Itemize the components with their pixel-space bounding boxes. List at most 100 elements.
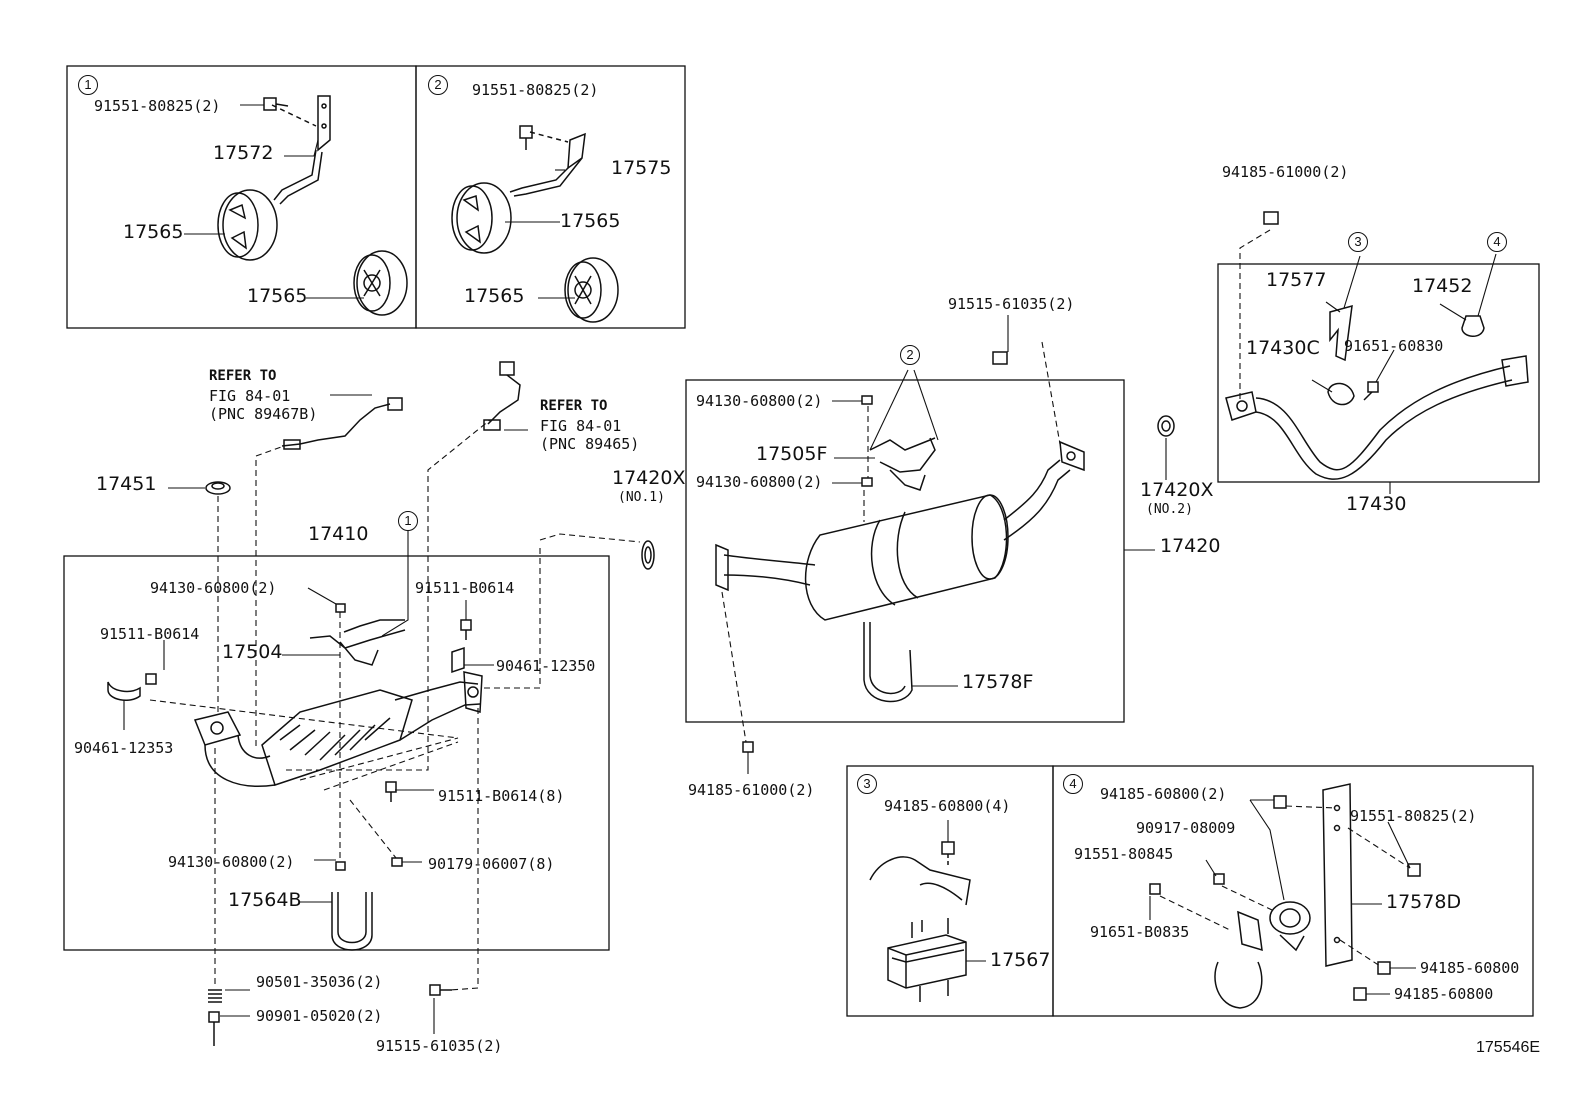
callout-3-icon: 3 xyxy=(857,774,877,794)
part-label: 17565 xyxy=(464,285,525,307)
part-label: 17505F xyxy=(756,443,828,465)
part-label: 90901-05020(2) xyxy=(256,1007,383,1025)
refer-note: FIG 84-01 xyxy=(540,417,622,435)
tail-pipe-box-frame xyxy=(1217,263,1540,483)
part-label: 91515-61035(2) xyxy=(948,295,1075,313)
part-label: (NO.2) xyxy=(1146,502,1193,517)
part-label: 17420X xyxy=(1140,479,1214,501)
bracket-17504 xyxy=(309,619,406,666)
part-label: 90917-08009 xyxy=(1136,819,1236,837)
part-label: 94185-60800(4) xyxy=(884,797,1011,815)
callout-1-icon: 1 xyxy=(398,511,418,531)
detail-box-2-frame xyxy=(415,65,686,329)
refer-note: REFER TO xyxy=(540,398,608,414)
hanger-17430c xyxy=(1327,382,1355,406)
part-label: (NO.1) xyxy=(618,490,665,505)
gasket-17420x-no2 xyxy=(1157,415,1175,437)
part-label: 17572 xyxy=(213,142,274,164)
assembly-lines xyxy=(149,229,1411,991)
part-label: 94130-60800(2) xyxy=(696,392,823,410)
bracket-17578d xyxy=(1322,783,1353,967)
refer-note: (PNC 89465) xyxy=(540,435,640,453)
part-label: 17410 xyxy=(308,523,369,545)
muffler-17420 xyxy=(715,440,1085,621)
spring-bolt-icon xyxy=(208,984,452,1046)
part-label: 91515-61035(2) xyxy=(376,1037,503,1055)
muffler-box-frame xyxy=(685,379,1125,723)
callout-1-icon: 1 xyxy=(78,75,98,95)
part-label: 90461-12350 xyxy=(496,657,596,675)
refer-note: REFER TO xyxy=(209,368,277,384)
callout-4-icon: 4 xyxy=(1063,774,1083,794)
rubber-hanger-17565-b xyxy=(353,250,408,316)
detail-box-4-frame xyxy=(1052,765,1534,1017)
part-label: 91551-80825(2) xyxy=(94,97,221,115)
hanger-bracket-17572 xyxy=(271,95,331,205)
hanger-17577 xyxy=(1329,304,1353,362)
part-label: 17578F xyxy=(962,671,1034,693)
bracket-17505f xyxy=(869,437,936,491)
tail-pipe-17430 xyxy=(1225,355,1529,480)
part-label: 94185-60800 xyxy=(1394,985,1494,1003)
nut-icon xyxy=(1263,211,1279,225)
bolt-icon xyxy=(519,125,533,150)
rubber-hanger-17565-a xyxy=(217,189,278,261)
gasket-17420x-no1 xyxy=(641,540,655,570)
callout-2-icon: 2 xyxy=(900,345,920,365)
diagram-id: 175546E xyxy=(1476,1039,1541,1056)
part-label: 91551-80845 xyxy=(1074,845,1174,863)
leader-lines xyxy=(123,104,1497,1034)
part-label: 90461-12353 xyxy=(74,739,174,757)
rubber-mount-90917 xyxy=(1269,901,1311,952)
part-label: 91551-80825(2) xyxy=(472,81,599,99)
part-label: 94185-61000(2) xyxy=(1222,163,1349,181)
bolt-icon xyxy=(145,603,472,871)
part-label: 17565 xyxy=(247,285,308,307)
part-label: 17452 xyxy=(1412,275,1473,297)
part-label: 17430C xyxy=(1246,337,1320,359)
pipe-clamp-icon xyxy=(1214,910,1263,1009)
part-label: 17451 xyxy=(96,473,157,495)
part-label: 90501-35036(2) xyxy=(256,973,383,991)
oxygen-sensor-left-icon xyxy=(281,397,403,450)
refer-note: (PNC 89467B) xyxy=(209,405,318,423)
part-label: 94185-60800(2) xyxy=(1100,785,1227,803)
bolt-icon xyxy=(263,97,289,111)
part-label: 94185-61000(2) xyxy=(688,781,815,799)
part-label: 17565 xyxy=(123,221,184,243)
clamp-90461-12353 xyxy=(107,681,141,702)
part-label: 91651-B0835 xyxy=(1090,923,1190,941)
callout-3-icon: 3 xyxy=(1348,232,1368,252)
callout-2-icon: 2 xyxy=(428,75,448,95)
part-label: 94130-60800(2) xyxy=(168,853,295,871)
refer-note: FIG 84-01 xyxy=(209,387,291,405)
part-label: 17430 xyxy=(1346,493,1407,515)
front-exhaust-pipe-17410 xyxy=(193,671,483,787)
gasket-17451 xyxy=(205,481,231,495)
rubber-hanger-17565-c xyxy=(451,182,512,254)
part-label: 91511-B0614 xyxy=(100,625,200,643)
part-label: 17575 xyxy=(611,157,672,179)
u-bolt-17564b xyxy=(331,892,373,951)
hanger-bracket-17575 xyxy=(509,131,586,197)
part-label: 17504 xyxy=(222,641,283,663)
u-bolt-17578f xyxy=(863,622,913,703)
part-label: 17564B xyxy=(228,889,302,911)
part-label: 17420X xyxy=(612,467,686,489)
part-label: 94130-60800(2) xyxy=(696,473,823,491)
rubber-hanger-17565-d xyxy=(564,257,619,323)
part-label: 91651-60830 xyxy=(1344,337,1444,355)
part-label: 17565 xyxy=(560,210,621,232)
part-label: 94185-60800 xyxy=(1420,959,1520,977)
part-label: 91511-B0614(8) xyxy=(438,787,565,805)
callout-4-icon: 4 xyxy=(1487,232,1507,252)
part-label: 17567 xyxy=(990,949,1051,971)
front-pipe-box-frame xyxy=(63,555,610,951)
mount-17567 xyxy=(869,841,971,1002)
part-label: 17420 xyxy=(1160,535,1221,557)
part-label: 91511-B0614 xyxy=(415,579,515,597)
clamp-17452 xyxy=(1363,315,1485,401)
part-label: 90179-06007(8) xyxy=(428,855,555,873)
